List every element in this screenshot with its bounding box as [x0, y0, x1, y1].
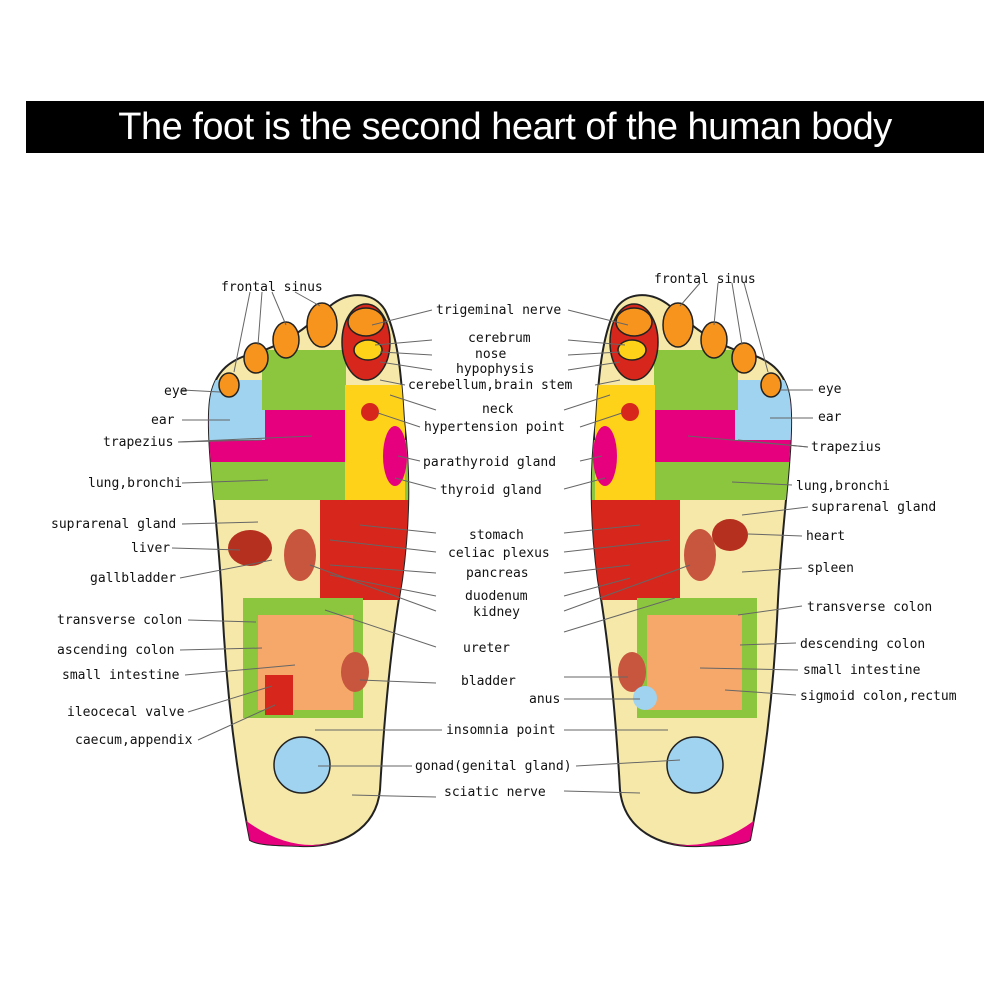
- left-labels: frontal sinus eye ear trapezius lung,bro…: [51, 280, 323, 748]
- label-duodenum: duodenum: [465, 589, 528, 604]
- label-left-small-intestine: small intestine: [62, 668, 180, 683]
- label-left-suprarenal-gland: suprarenal gland: [51, 517, 176, 532]
- label-bladder: bladder: [461, 674, 516, 689]
- left-big-toe-tip: [347, 307, 385, 337]
- label-hypophysis: hypophysis: [456, 362, 534, 377]
- label-right-transverse-colon: transverse colon: [807, 600, 932, 615]
- left-hypertension-point: [361, 403, 379, 421]
- label-right-frontal-sinus: frontal sinus: [654, 272, 756, 287]
- left-brain-zone: [353, 339, 383, 361]
- right-parathyroid-zone: [593, 426, 617, 486]
- label-left-ear: ear: [151, 413, 175, 428]
- left-parathyroid-zone: [383, 426, 407, 486]
- label-kidney: kidney: [473, 605, 520, 620]
- label-right-eye: eye: [818, 382, 842, 397]
- label-right-small-intestine: small intestine: [803, 663, 921, 678]
- right-hypertension-point: [621, 403, 639, 421]
- right-big-toe-tip: [615, 307, 653, 337]
- label-left-eye: eye: [164, 384, 188, 399]
- label-ureter: ureter: [463, 641, 510, 656]
- label-left-transverse-colon: transverse colon: [57, 613, 182, 628]
- left-toe-5: [218, 372, 240, 398]
- left-foot: [207, 294, 410, 848]
- label-gonad: gonad(genital gland): [415, 759, 572, 774]
- label-left-lung-bronchi: lung,bronchi: [88, 476, 182, 491]
- right-bladder-shape: [618, 652, 646, 692]
- label-left-trapezius: trapezius: [103, 435, 173, 450]
- label-left-liver: liver: [131, 541, 170, 556]
- label-right-heart: heart: [806, 529, 845, 544]
- right-intestine-zone: [647, 615, 742, 710]
- label-cerebrum: cerebrum: [468, 331, 531, 346]
- left-kidney-shape: [284, 529, 316, 581]
- left-bladder-shape: [341, 652, 369, 692]
- label-right-lung-bronchi: lung,bronchi: [796, 479, 890, 494]
- right-toe-3: [700, 321, 728, 359]
- right-foot: [590, 294, 793, 848]
- right-toe-4: [731, 342, 757, 374]
- right-kidney-shape: [684, 529, 716, 581]
- right-labels: frontal sinus eye ear trapezius lung,bro…: [654, 272, 957, 704]
- label-hypertension-point: hypertension point: [424, 420, 565, 435]
- right-anus-zone: [633, 686, 657, 710]
- label-thyroid-gland: thyroid gland: [440, 483, 542, 498]
- label-right-spleen: spleen: [807, 561, 854, 576]
- label-right-suprarenal-gland: suprarenal gland: [811, 500, 936, 515]
- center-labels: trigeminal nerve cerebrum nose hypophysi…: [408, 303, 573, 800]
- label-neck: neck: [482, 402, 513, 417]
- right-brain-zone: [617, 339, 647, 361]
- label-sciatic-nerve: sciatic nerve: [444, 785, 546, 800]
- label-nose: nose: [475, 347, 506, 362]
- leader-lines: [171, 282, 813, 798]
- label-pancreas: pancreas: [466, 566, 529, 581]
- left-gonad-zone: [273, 736, 331, 794]
- right-heart-shape: [712, 519, 748, 551]
- right-toe-base-green-zone: [654, 350, 738, 410]
- left-liver-shape: [228, 530, 272, 566]
- label-cerebellum-brain-stem: cerebellum,brain stem: [408, 378, 573, 393]
- label-left-frontal-sinus: frontal sinus: [221, 280, 323, 295]
- title-banner: The foot is the second heart of the huma…: [26, 101, 984, 153]
- label-left-gallbladder: gallbladder: [90, 571, 176, 586]
- left-red-organ-zone: [320, 500, 409, 600]
- label-right-sigmoid-colon-rectum: sigmoid colon,rectum: [800, 689, 957, 704]
- right-toe-5: [760, 372, 782, 398]
- right-red-organ-zone: [591, 500, 680, 600]
- page-title: The foot is the second heart of the huma…: [118, 105, 892, 148]
- left-toe-3: [272, 321, 300, 359]
- left-toe-2: [306, 302, 338, 348]
- label-right-ear: ear: [818, 410, 842, 425]
- label-trigeminal-nerve: trigeminal nerve: [436, 303, 561, 318]
- label-celiac-plexus: celiac plexus: [448, 546, 550, 561]
- left-toe-base-green-zone: [262, 350, 346, 410]
- right-gonad-zone: [666, 736, 724, 794]
- label-left-ascending-colon: ascending colon: [57, 643, 174, 658]
- right-toe-2: [662, 302, 694, 348]
- label-anus: anus: [529, 692, 560, 707]
- label-right-trapezius: trapezius: [811, 440, 881, 455]
- left-caecum-shape: [265, 675, 293, 715]
- label-left-ileocecal-valve: ileocecal valve: [67, 705, 185, 720]
- label-left-caecum-appendix: caecum,appendix: [75, 733, 193, 748]
- label-parathyroid-gland: parathyroid gland: [423, 455, 556, 470]
- left-toe-4: [243, 342, 269, 374]
- label-stomach: stomach: [469, 528, 524, 543]
- label-right-descending-colon: descending colon: [800, 637, 925, 652]
- label-insomnia-point: insomnia point: [446, 723, 556, 738]
